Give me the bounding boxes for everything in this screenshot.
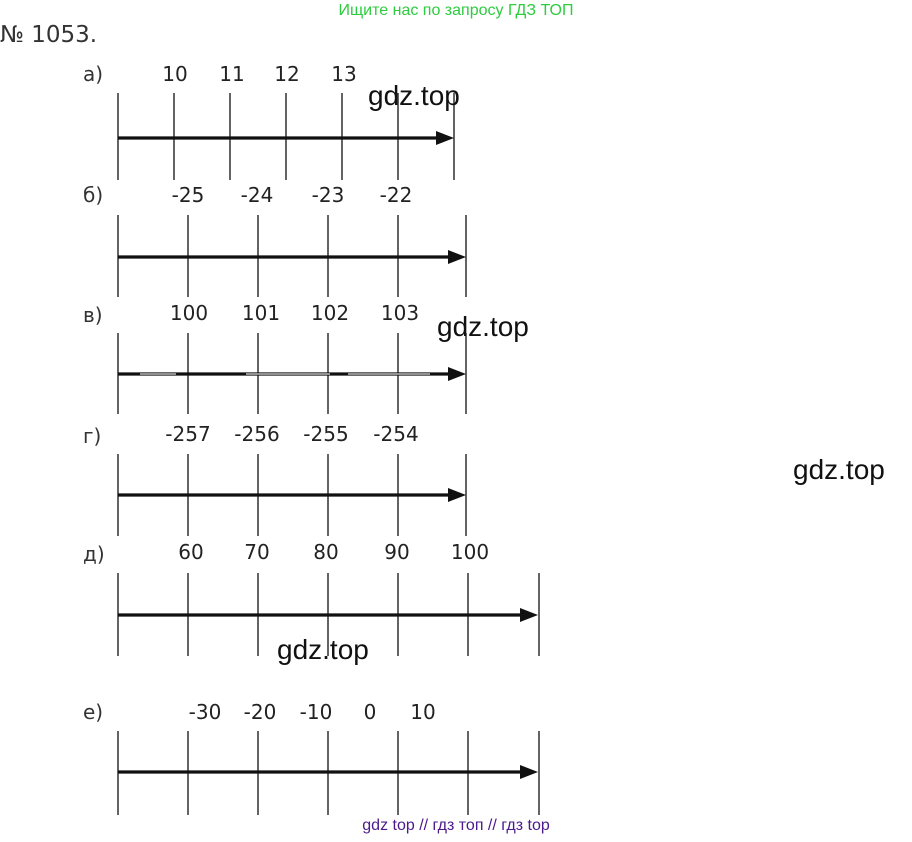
tick-label: -256: [234, 422, 280, 446]
number-line-v: [117, 333, 467, 414]
tick-label: 102: [310, 301, 350, 325]
part-label-d: д): [83, 542, 105, 566]
promo-banner: Ищите нас по запросу ГДЗ ТОП: [338, 2, 574, 19]
tick-label: 12: [274, 62, 300, 86]
number-line-g: [117, 454, 467, 536]
tick-label: 101: [241, 301, 281, 325]
tick-label: -23: [311, 183, 345, 207]
tick-label: -30: [188, 700, 222, 724]
tick-label: -25: [171, 183, 205, 207]
part-label-v: в): [83, 303, 103, 327]
tick-label: 10: [162, 62, 188, 86]
tick-label: 11: [219, 62, 245, 86]
part-label-b: б): [83, 183, 104, 207]
part-label-a: а): [83, 62, 104, 86]
footer-links[interactable]: gdz top // гдз топ // гдз top: [362, 817, 550, 834]
tick-label: -10: [299, 700, 333, 724]
number-line-d: [117, 573, 540, 656]
tick-label: 103: [380, 301, 420, 325]
tick-label: -22: [379, 183, 413, 207]
tick-label: 60: [178, 540, 204, 564]
tick-label: 100: [450, 540, 490, 564]
tick-label: 70: [244, 540, 270, 564]
tick-label: -254: [373, 422, 419, 446]
tick-label: -20: [243, 700, 277, 724]
watermark: gdz.top: [368, 80, 460, 111]
watermark: gdz.top: [793, 454, 885, 485]
tick-label: 0: [363, 700, 377, 724]
tick-label: -24: [240, 183, 274, 207]
watermark: gdz.top: [437, 311, 529, 342]
tick-label: -255: [303, 422, 349, 446]
part-label-e: е): [83, 700, 104, 724]
number-line-e: [117, 731, 540, 815]
tick-label: 100: [169, 301, 209, 325]
number-line-b: [117, 215, 467, 297]
number-line-a: [117, 93, 455, 180]
tick-label: 90: [384, 540, 410, 564]
tick-label: 10: [410, 700, 436, 724]
problem-number: № 1053.: [0, 22, 98, 48]
part-label-g: г): [83, 424, 102, 448]
tick-label: 80: [313, 540, 339, 564]
watermark: gdz.top: [277, 634, 369, 665]
tick-label: -257: [165, 422, 211, 446]
tick-label: 13: [331, 62, 357, 86]
